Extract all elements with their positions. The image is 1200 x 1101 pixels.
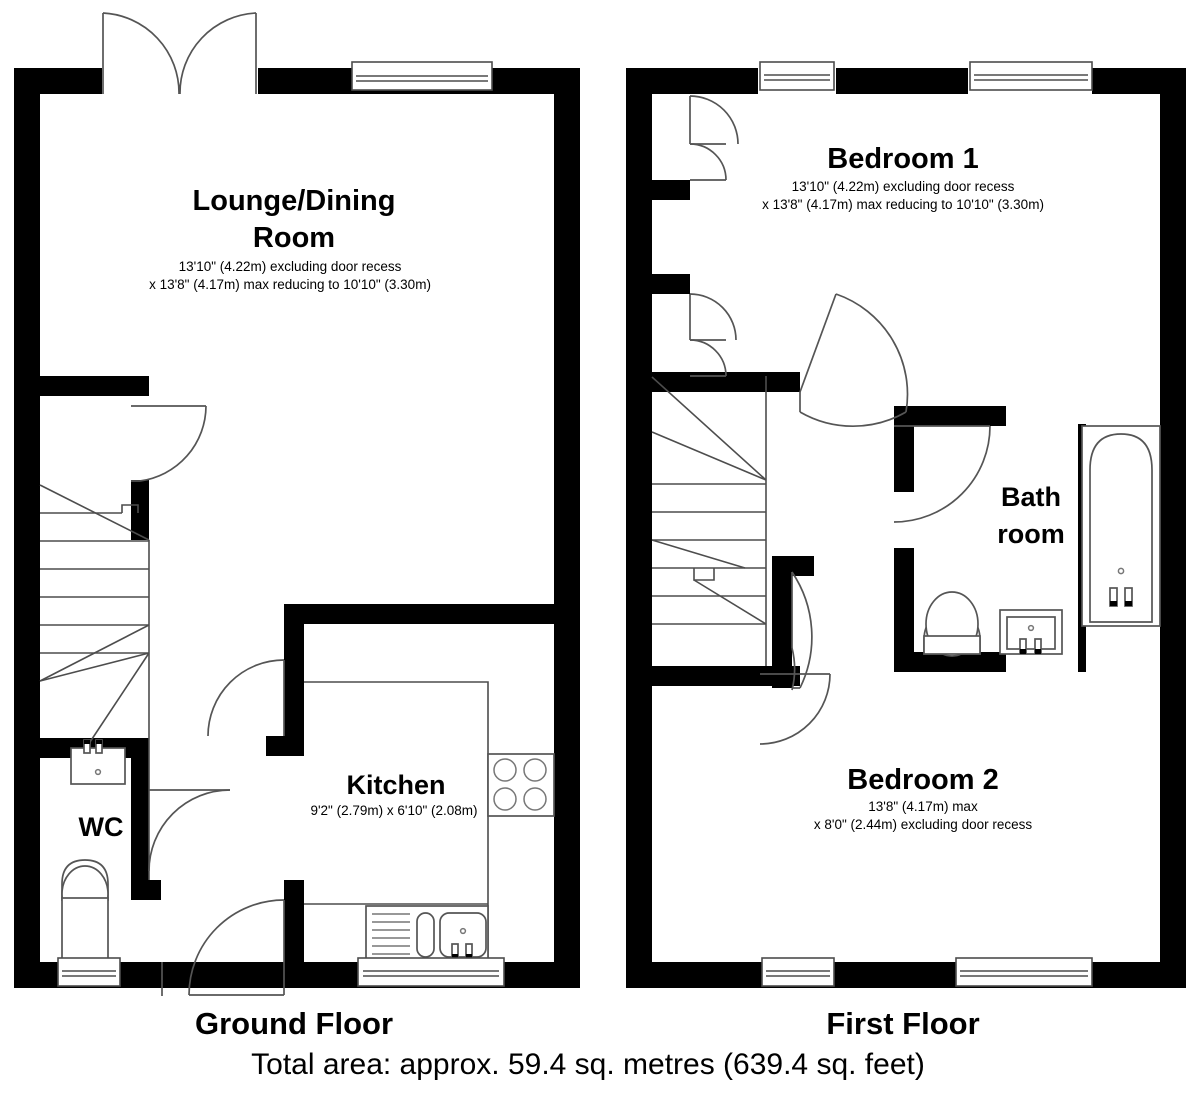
kitchen-hob	[487, 753, 555, 817]
room-label-bathroom-line1: Bath	[1001, 482, 1061, 512]
room-label-bedroom2: Bedroom 2	[847, 764, 998, 796]
bedroom2-window-left	[761, 957, 835, 987]
first-floor-plan: Bedroom 1 13'10" (4.22m) excluding door …	[626, 61, 1186, 1041]
room-label-lounge-line2: Room	[253, 222, 335, 254]
first-floor-staircase	[651, 376, 767, 666]
total-area-label: Total area: approx. 59.4 sq. metres (639…	[251, 1048, 925, 1081]
bedroom1-window-left	[759, 61, 835, 91]
first-floor-label: First Floor	[826, 1006, 979, 1041]
bedroom2-entry-door	[759, 673, 831, 745]
bedroom1-door	[799, 293, 909, 427]
bathroom-toilet	[923, 591, 981, 657]
hall-kitchen-door	[207, 659, 285, 737]
room-label-bathroom-line2: room	[997, 519, 1065, 549]
room-label-wc: WC	[79, 812, 124, 842]
bathroom-bathtub	[1081, 425, 1161, 627]
room-dim-lounge-line1: 13'10" (4.22m) excluding door recess	[179, 259, 402, 274]
ground-floor-label: Ground Floor	[195, 1006, 393, 1041]
wc-window	[57, 957, 121, 987]
ground-staircase	[39, 484, 150, 880]
room-label-lounge-line1: Lounge/Dining	[193, 185, 396, 217]
wc-toilet	[61, 859, 109, 963]
ground-floor-plan: Lounge/Dining Room 13'10" (4.22m) exclud…	[14, 12, 580, 1041]
room-dim-kitchen: 9'2" (2.79m) x 6'10" (2.08m)	[310, 803, 477, 818]
wc-basin	[70, 739, 126, 785]
entrance-double-door	[102, 12, 257, 95]
bedroom2-window-right	[955, 957, 1093, 987]
room-dim-bedroom2-line1: 13'8" (4.17m) max	[868, 799, 978, 814]
room-dim-bedroom1-line2: x 13'8" (4.17m) max reducing to 10'10" (…	[762, 197, 1044, 212]
room-dim-bedroom1-line1: 13'10" (4.22m) excluding door recess	[792, 179, 1015, 194]
front-door	[161, 899, 285, 996]
wc-door	[148, 789, 231, 872]
room-label-bedroom1: Bedroom 1	[827, 143, 978, 175]
kitchen-sink	[365, 905, 489, 963]
bathroom-door	[893, 425, 991, 523]
room-dim-lounge-line2: x 13'8" (4.17m) max reducing to 10'10" (…	[149, 277, 431, 292]
landing-cupboard-door-upper	[689, 95, 739, 181]
landing-cupboard-door-lower	[689, 293, 737, 377]
lounge-hall-door	[131, 405, 207, 482]
bedroom1-window-right	[969, 61, 1093, 91]
room-label-kitchen: Kitchen	[346, 770, 445, 800]
kitchen-window	[357, 957, 505, 987]
lounge-window	[351, 61, 493, 91]
bathroom-basin	[999, 609, 1063, 655]
first-floor-internal-walls	[652, 180, 1086, 688]
kitchen-units	[304, 681, 489, 962]
room-dim-bedroom2-line2: x 8'0" (2.44m) excluding door recess	[814, 817, 1032, 832]
